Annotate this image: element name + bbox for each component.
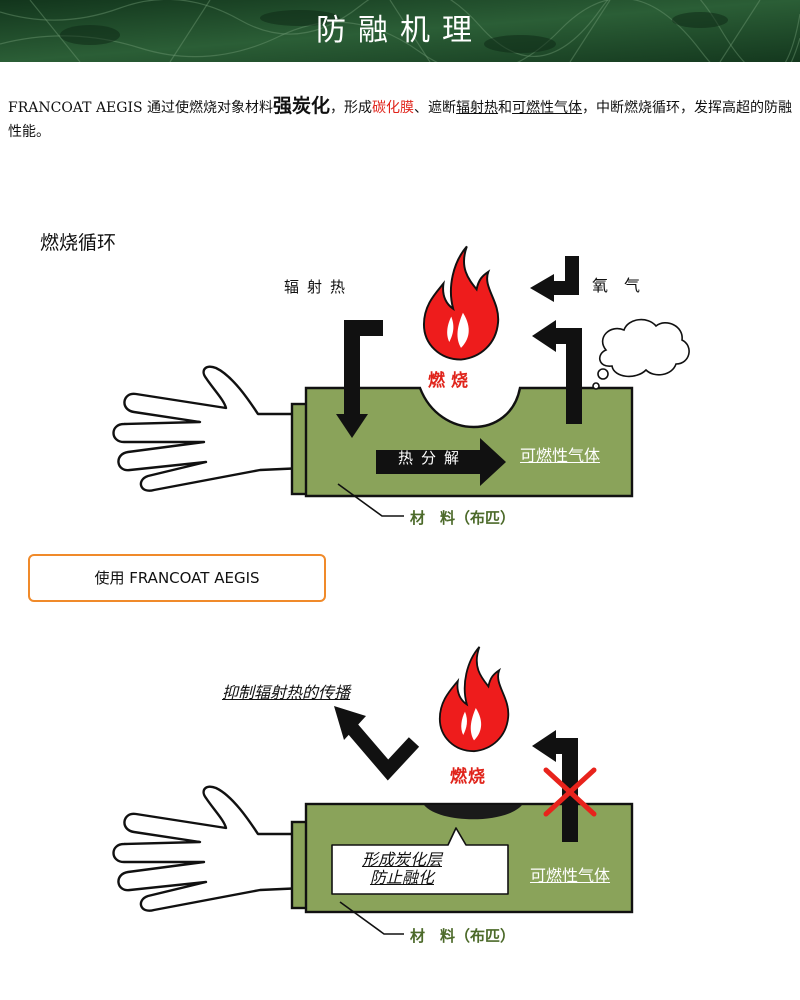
suppress-arrowhead (334, 706, 366, 740)
blocked-cross-icon (543, 767, 597, 817)
intro-text-3: 、遮断 (414, 100, 457, 116)
material-pointer-1 (337, 483, 404, 517)
intro-text-4: 和 (498, 100, 513, 116)
hand-icon-1 (112, 365, 306, 492)
intro-text-2: ，形成 (330, 100, 373, 116)
suppress-radiant-arrow (346, 723, 420, 781)
section-title-combustion-cycle: 燃烧循环 (40, 232, 117, 254)
oxygen-arrowhead (530, 274, 554, 302)
intro-underline-2: 可燃性气体 (512, 100, 583, 116)
label-pyrolysis: 热分解 (398, 449, 468, 467)
flame-icon-1 (422, 245, 500, 361)
material-pointer-2 (339, 901, 404, 935)
intro-text-1: FRANCOAT AEGIS 通过使燃烧对象材料 (8, 100, 274, 116)
radiant-heat-arrow (344, 320, 383, 418)
label-combustion-2: 燃烧 (450, 767, 486, 787)
gas-up-arrow (552, 328, 582, 424)
intro-underline-1: 辐射热 (456, 100, 499, 116)
glove-diagram-1 (112, 365, 634, 498)
callout-line-2: 防止融化 (369, 868, 434, 887)
char-layer (424, 805, 522, 820)
blocked-gas-arrow (552, 738, 578, 842)
flame-icon-2 (438, 645, 510, 753)
callout-text: 形成炭化层 防止融化 (332, 851, 472, 887)
intro-red-text: 碳化膜 (372, 100, 415, 116)
label-oxygen: 氧 气 (592, 276, 641, 295)
use-francoat-aegis-box: 使用 FRANCOAT AEGIS (28, 554, 326, 602)
radiant-heat-arrowhead (336, 414, 368, 438)
label-material-1: 材 料（布匹） (410, 509, 516, 527)
hand-icon-2 (112, 785, 306, 912)
title-banner: 防融机理 (0, 0, 800, 62)
label-combustion-1: 燃烧 (428, 371, 474, 391)
gas-up-arrowhead (532, 320, 556, 352)
intro-paragraph: FRANCOAT AEGIS 通过使燃烧对象材料强炭化，形成碳化膜、遮断辐射热和… (8, 94, 798, 144)
marble-texture (0, 0, 800, 62)
label-flammable-gas-1: 可燃性气体 (520, 446, 601, 465)
label-radiant-heat: 辐射热 (284, 278, 354, 296)
intro-emphasis: 强炭化 (273, 95, 331, 117)
char-layer-callout (331, 827, 509, 895)
intro-text-5: ，中断燃烧循环，发挥高超的防融性能。 (8, 100, 793, 140)
blocked-gas-arrowhead (532, 730, 556, 762)
callout-line-1: 形成炭化层 (361, 850, 442, 869)
page-title: 防融机理 (316, 13, 484, 48)
oxygen-arrow (552, 256, 579, 295)
label-flammable-gas-2: 可燃性气体 (530, 866, 611, 885)
label-suppress-radiant-heat: 抑制辐射热的传播 (222, 683, 351, 702)
pyrolysis-arrow (376, 438, 506, 486)
label-material-2: 材 料（布匹） (410, 927, 516, 945)
gas-cloud-icon (592, 318, 690, 390)
